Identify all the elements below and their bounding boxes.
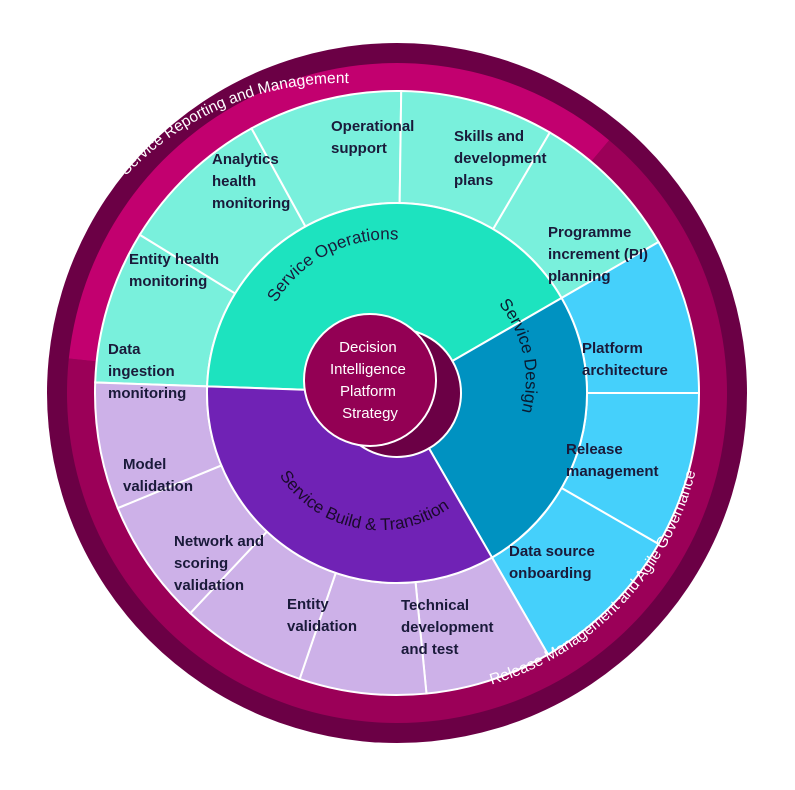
ring-service-reporting (68, 63, 610, 362)
sector-service-build (206, 385, 494, 584)
center-line: Platform (340, 383, 396, 400)
center-line: Decision (339, 339, 397, 356)
center-circle (303, 313, 437, 447)
segment-pi-planning: Programme increment (PI) planning (548, 224, 652, 285)
segment-skills-development: Skills and development plans (454, 128, 551, 189)
segment-entity-validation: Entity validation (287, 596, 357, 635)
ring-release-governance (66, 140, 728, 724)
center-label: Decision Intelligence Platform Strategy (330, 339, 410, 422)
segment-entity-health: Entity health monitoring (129, 251, 223, 290)
segment-data-source-onboarding: Data source onboarding (509, 543, 599, 582)
segment-platform-architecture: Platform architecture (582, 340, 668, 379)
build-segments (94, 381, 550, 696)
center-line: Strategy (342, 405, 398, 422)
segment-labels: Data ingestion monitoring Entity health … (108, 118, 668, 658)
segment-data-ingestion: Data ingestion monitoring (108, 341, 186, 402)
segment-operational-support: Operational support (331, 118, 419, 157)
label-continuous-improvement: Continuous Improvement (306, 7, 485, 35)
segment-analytics-health: Analytics health monitoring (212, 151, 290, 212)
center-line: Intelligence (330, 361, 406, 378)
sector-service-design (427, 296, 588, 559)
segment-network-scoring: Network and scoring validation (174, 533, 268, 594)
segment-model-validation: Model validation (123, 456, 193, 495)
segment-release-management: Release management (566, 441, 659, 480)
segment-technical-development: Technical development and test (401, 597, 498, 658)
